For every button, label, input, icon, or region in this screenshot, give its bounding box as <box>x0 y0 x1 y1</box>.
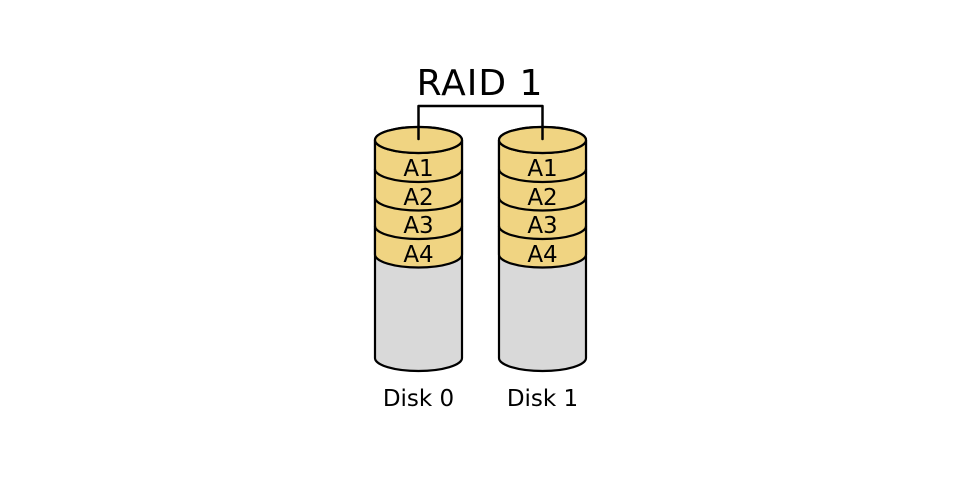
disk-0-block-a4: A4 <box>403 242 433 268</box>
disk-0-label: Disk 0 <box>383 386 454 412</box>
disk-1-block-divider-arc <box>497 225 588 241</box>
disk-1-block-a3: A3 <box>527 213 557 239</box>
disk-0-block-a1: A1 <box>403 156 433 182</box>
disk-1-block-a1: A1 <box>527 156 557 182</box>
disk-1-block-divider-arc <box>497 168 588 184</box>
disk-0-block-a3: A3 <box>403 213 433 239</box>
disk-1-block-a2: A2 <box>527 185 557 211</box>
disk-1: A1 A2 A3 A4 Disk 1 <box>497 125 588 412</box>
disk-0-block-divider-arc <box>373 225 464 241</box>
disk-1-label: Disk 1 <box>507 386 578 412</box>
disk-0-block-divider-arc <box>373 197 464 212</box>
disk-0-block-a2: A2 <box>403 185 433 211</box>
mirror-connector-line <box>417 104 544 141</box>
disk-0: A1 A2 A3 A4 Disk 0 <box>373 125 464 412</box>
diagram-title: RAID 1 <box>417 63 544 104</box>
disk-1-block-a4: A4 <box>527 242 557 268</box>
disk-1-block-divider-arc <box>497 197 588 212</box>
disk-0-block-divider-arc <box>373 168 464 184</box>
